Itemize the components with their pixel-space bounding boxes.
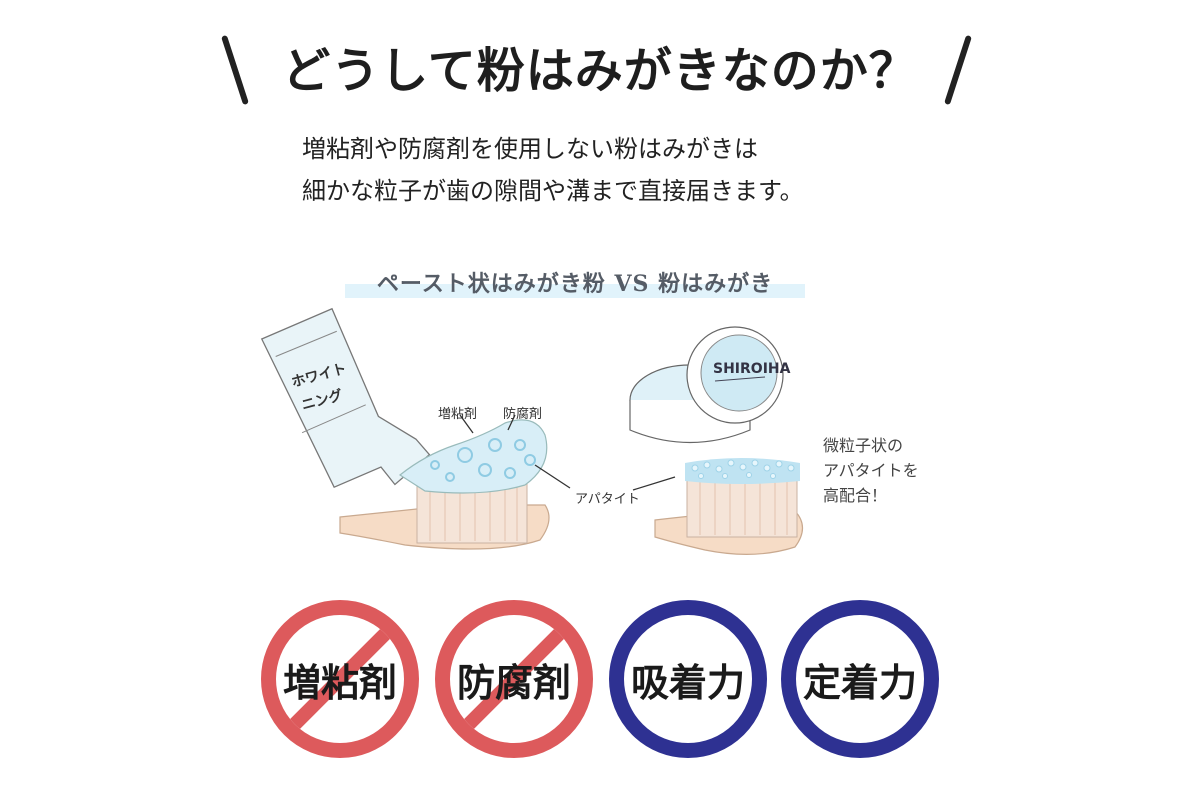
slash-right-decoration: [944, 34, 972, 106]
lead-paragraph: 増粘剤や防腐剤を使用しない粉はみがきは 細かな粒子が歯の隙間や溝まで直接届きます…: [302, 128, 942, 212]
badge-fixation: 定着力: [781, 600, 939, 758]
headline: どうして粉はみがきなのか？: [0, 34, 1200, 106]
callout-line-2: アパタイトを: [823, 461, 919, 480]
comparison-title-text: ペースト状はみがき粉 VS 粉はみがき: [376, 271, 774, 297]
comparison-title: ペースト状はみがき粉 VS 粉はみがき: [345, 266, 805, 302]
highlight-bar: [345, 284, 805, 298]
badge-adsorption: 吸着力: [609, 600, 767, 758]
badge-no-preservative: 防腐剤: [435, 600, 593, 758]
badge-no-thickener: 増粘剤: [261, 600, 419, 758]
lead-line-2: 細かな粒子が歯の隙間や溝まで直接届きます。: [302, 177, 804, 205]
badge-label: 防腐剤: [456, 660, 571, 705]
label-preservative: 防腐剤: [503, 407, 543, 422]
badge-label: 増粘剤: [282, 660, 397, 705]
label-thickener: 増粘剤: [438, 407, 478, 422]
callout-line-3: 高配合！: [823, 486, 888, 505]
slash-left-decoration: [221, 34, 249, 106]
page-title: どうして粉はみがきなのか？: [282, 43, 918, 99]
callout-line-1: 微粒子状の: [823, 436, 904, 455]
comparison-illustration: ホワイト ニング SHIROIHA: [255, 305, 955, 580]
lead-line-1: 増粘剤や防腐剤を使用しない粉はみがきは: [302, 135, 758, 163]
label-apatite: アパタイト: [575, 492, 640, 507]
feature-badges: 増粘剤 防腐剤 吸着力 定着力: [0, 600, 1200, 760]
callout-apatite: 微粒子状の アパタイトを 高配合！: [823, 433, 919, 508]
toothpaste-vs-powder-illustration: ホワイト ニング SHIROIHA: [260, 307, 804, 555]
badge-label: 定着力: [802, 660, 917, 705]
case-brand: SHIROIHA: [713, 361, 791, 377]
badge-label: 吸着力: [630, 660, 745, 705]
